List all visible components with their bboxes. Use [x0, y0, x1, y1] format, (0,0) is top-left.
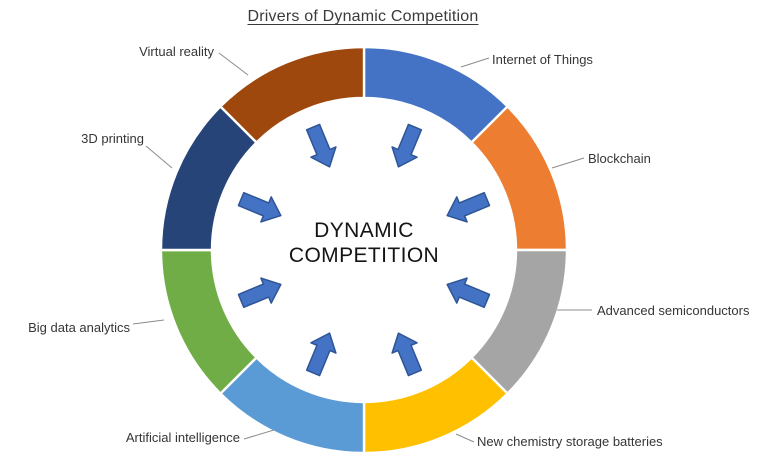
segment-label-advanced-semiconductors: Advanced semiconductors: [597, 303, 750, 318]
leader-line-big-data-analytics: [132, 319, 165, 325]
ring-segment-blockchain: [469, 104, 569, 252]
segment-label-new-chemistry-storage-batteries: New chemistry storage batteries: [477, 434, 663, 449]
segment-label-internet-of-things: Internet of Things: [492, 52, 593, 67]
inward-arrow-icon: [446, 191, 491, 223]
inward-arrow-icon: [446, 277, 491, 309]
leader-line-internet-of-things: [460, 57, 490, 68]
leader-line-virtual-reality: [218, 52, 249, 76]
segment-label-big-data-analytics: Big data analytics: [28, 320, 130, 335]
segment-label-blockchain: Blockchain: [588, 151, 651, 166]
leader-line-artificial-intelligence: [243, 429, 275, 440]
leader-line-blockchain: [551, 157, 585, 169]
inward-arrow-icon: [305, 332, 337, 377]
segment-label-3d-printing: 3D printing: [81, 131, 144, 146]
segment-label-artificial-intelligence: Artificial intelligence: [125, 430, 240, 445]
leader-line-new-chemistry-storage-batteries: [455, 433, 475, 443]
inward-arrow-icon: [391, 123, 423, 168]
center-label-line2: COMPETITION: [288, 244, 440, 267]
ring-segment-big-data-analytics: [159, 248, 259, 396]
segment-label-virtual-reality: Virtual reality: [139, 44, 214, 59]
inward-arrow-icon: [237, 191, 282, 223]
center-label: DYNAMIC COMPETITION: [289, 218, 439, 268]
inward-arrow-icon: [305, 123, 337, 168]
leader-line-3d-printing: [145, 145, 173, 169]
inward-arrow-icon: [391, 332, 423, 377]
inward-arrow-icon: [237, 277, 282, 309]
center-label-line1: DYNAMIC: [314, 219, 414, 242]
ring-segment-virtual-reality: [218, 45, 366, 145]
diagram-title: Drivers of Dynamic Competition: [247, 8, 479, 25]
